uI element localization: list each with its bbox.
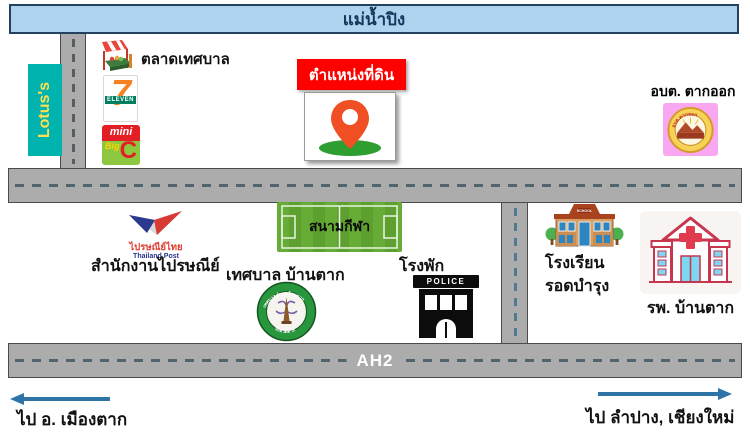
police-station-icon: POLICE [413, 275, 479, 338]
obt-takok-emblem: อบต.ตากออก [663, 103, 718, 156]
school-label-line2: รอดบำรุง [545, 278, 610, 295]
direction-east-label: ไป ลำปาง, เชียงใหม่ [586, 408, 735, 427]
police-building [419, 289, 473, 338]
stadium-field: สนามกีฬา [277, 202, 402, 252]
road-centerline [72, 39, 75, 164]
river-label: แม่น้ำปิง [342, 9, 406, 29]
svg-text:จังหวัดตาก: จังหวัดตาก [274, 325, 296, 334]
road-middle [8, 168, 742, 203]
mini-bigc-mini: mini [102, 125, 140, 141]
mini-bigc-bottom: Big C [102, 137, 140, 165]
land-location-banner: ตำแหน่งที่ดิน [297, 59, 406, 90]
seven-eleven-seven: 7 [111, 72, 132, 113]
lotus-sign: Lotus's [28, 64, 62, 156]
market-label: ตลาดเทศบาล [141, 51, 230, 68]
thailand-post-logo: ไปรษณีย์ไทย Thailand Post [124, 210, 188, 261]
road-centerline [15, 184, 735, 187]
lotus-label: Lotus's [36, 81, 53, 139]
post-logo-thai: ไปรษณีย์ไทย [129, 242, 183, 253]
school-sign: SCHOOL [577, 209, 593, 213]
school-icon: SCHOOL [545, 202, 624, 255]
road-vertical-south [501, 203, 528, 344]
river-banner: แม่น้ำปิง [9, 4, 739, 34]
seven-eleven-eleven: ELEVEN [105, 96, 136, 104]
land-location-label: ตำแหน่งที่ดิน [308, 66, 395, 84]
road-ah2-label: AH2 [346, 344, 404, 377]
arrow-west-icon [10, 392, 110, 411]
municipality-label: เทศบาล บ้านตาก [226, 267, 345, 284]
arrow-east-icon [598, 387, 732, 406]
police-door [436, 319, 456, 338]
municipality-emblem-bottom-text: จังหวัดตาก [274, 325, 296, 334]
post-office-label: สำนักงานไปรษณีย์ [91, 258, 220, 275]
municipality-emblem: เทศบาลตำบลบ้านตาก จังหวัดตาก [256, 281, 317, 342]
road-centerline [513, 208, 517, 339]
police-label: โรงพัก [399, 258, 445, 275]
mini-bigc-big: Big [105, 141, 120, 151]
stadium-label: สนามกีฬา [308, 218, 371, 234]
road-ah2: AH2 [8, 343, 742, 378]
hospital-label: รพ. บ้านตาก [646, 300, 735, 317]
mini-bigc-c: C [119, 137, 137, 164]
police-sign: POLICE [413, 275, 479, 288]
direction-west-label: ไป อ. เมืองตาก [17, 410, 128, 429]
road-vertical-north [60, 34, 86, 169]
seven-eleven-logo: 7 ELEVEN [103, 72, 138, 122]
school-label-line1: โรงเรียน [545, 255, 605, 272]
map-pin-box [304, 92, 396, 161]
post-bird-icon [129, 211, 182, 235]
market-stall-icon [97, 39, 137, 81]
mini-bigc-logo: mini Big C [102, 125, 140, 165]
post-logo-english: Thailand Post [133, 253, 179, 260]
obt-takok-label: อบต. ตากออก [650, 83, 736, 99]
map-pin-icon [319, 99, 381, 156]
hospital-icon [640, 211, 741, 294]
